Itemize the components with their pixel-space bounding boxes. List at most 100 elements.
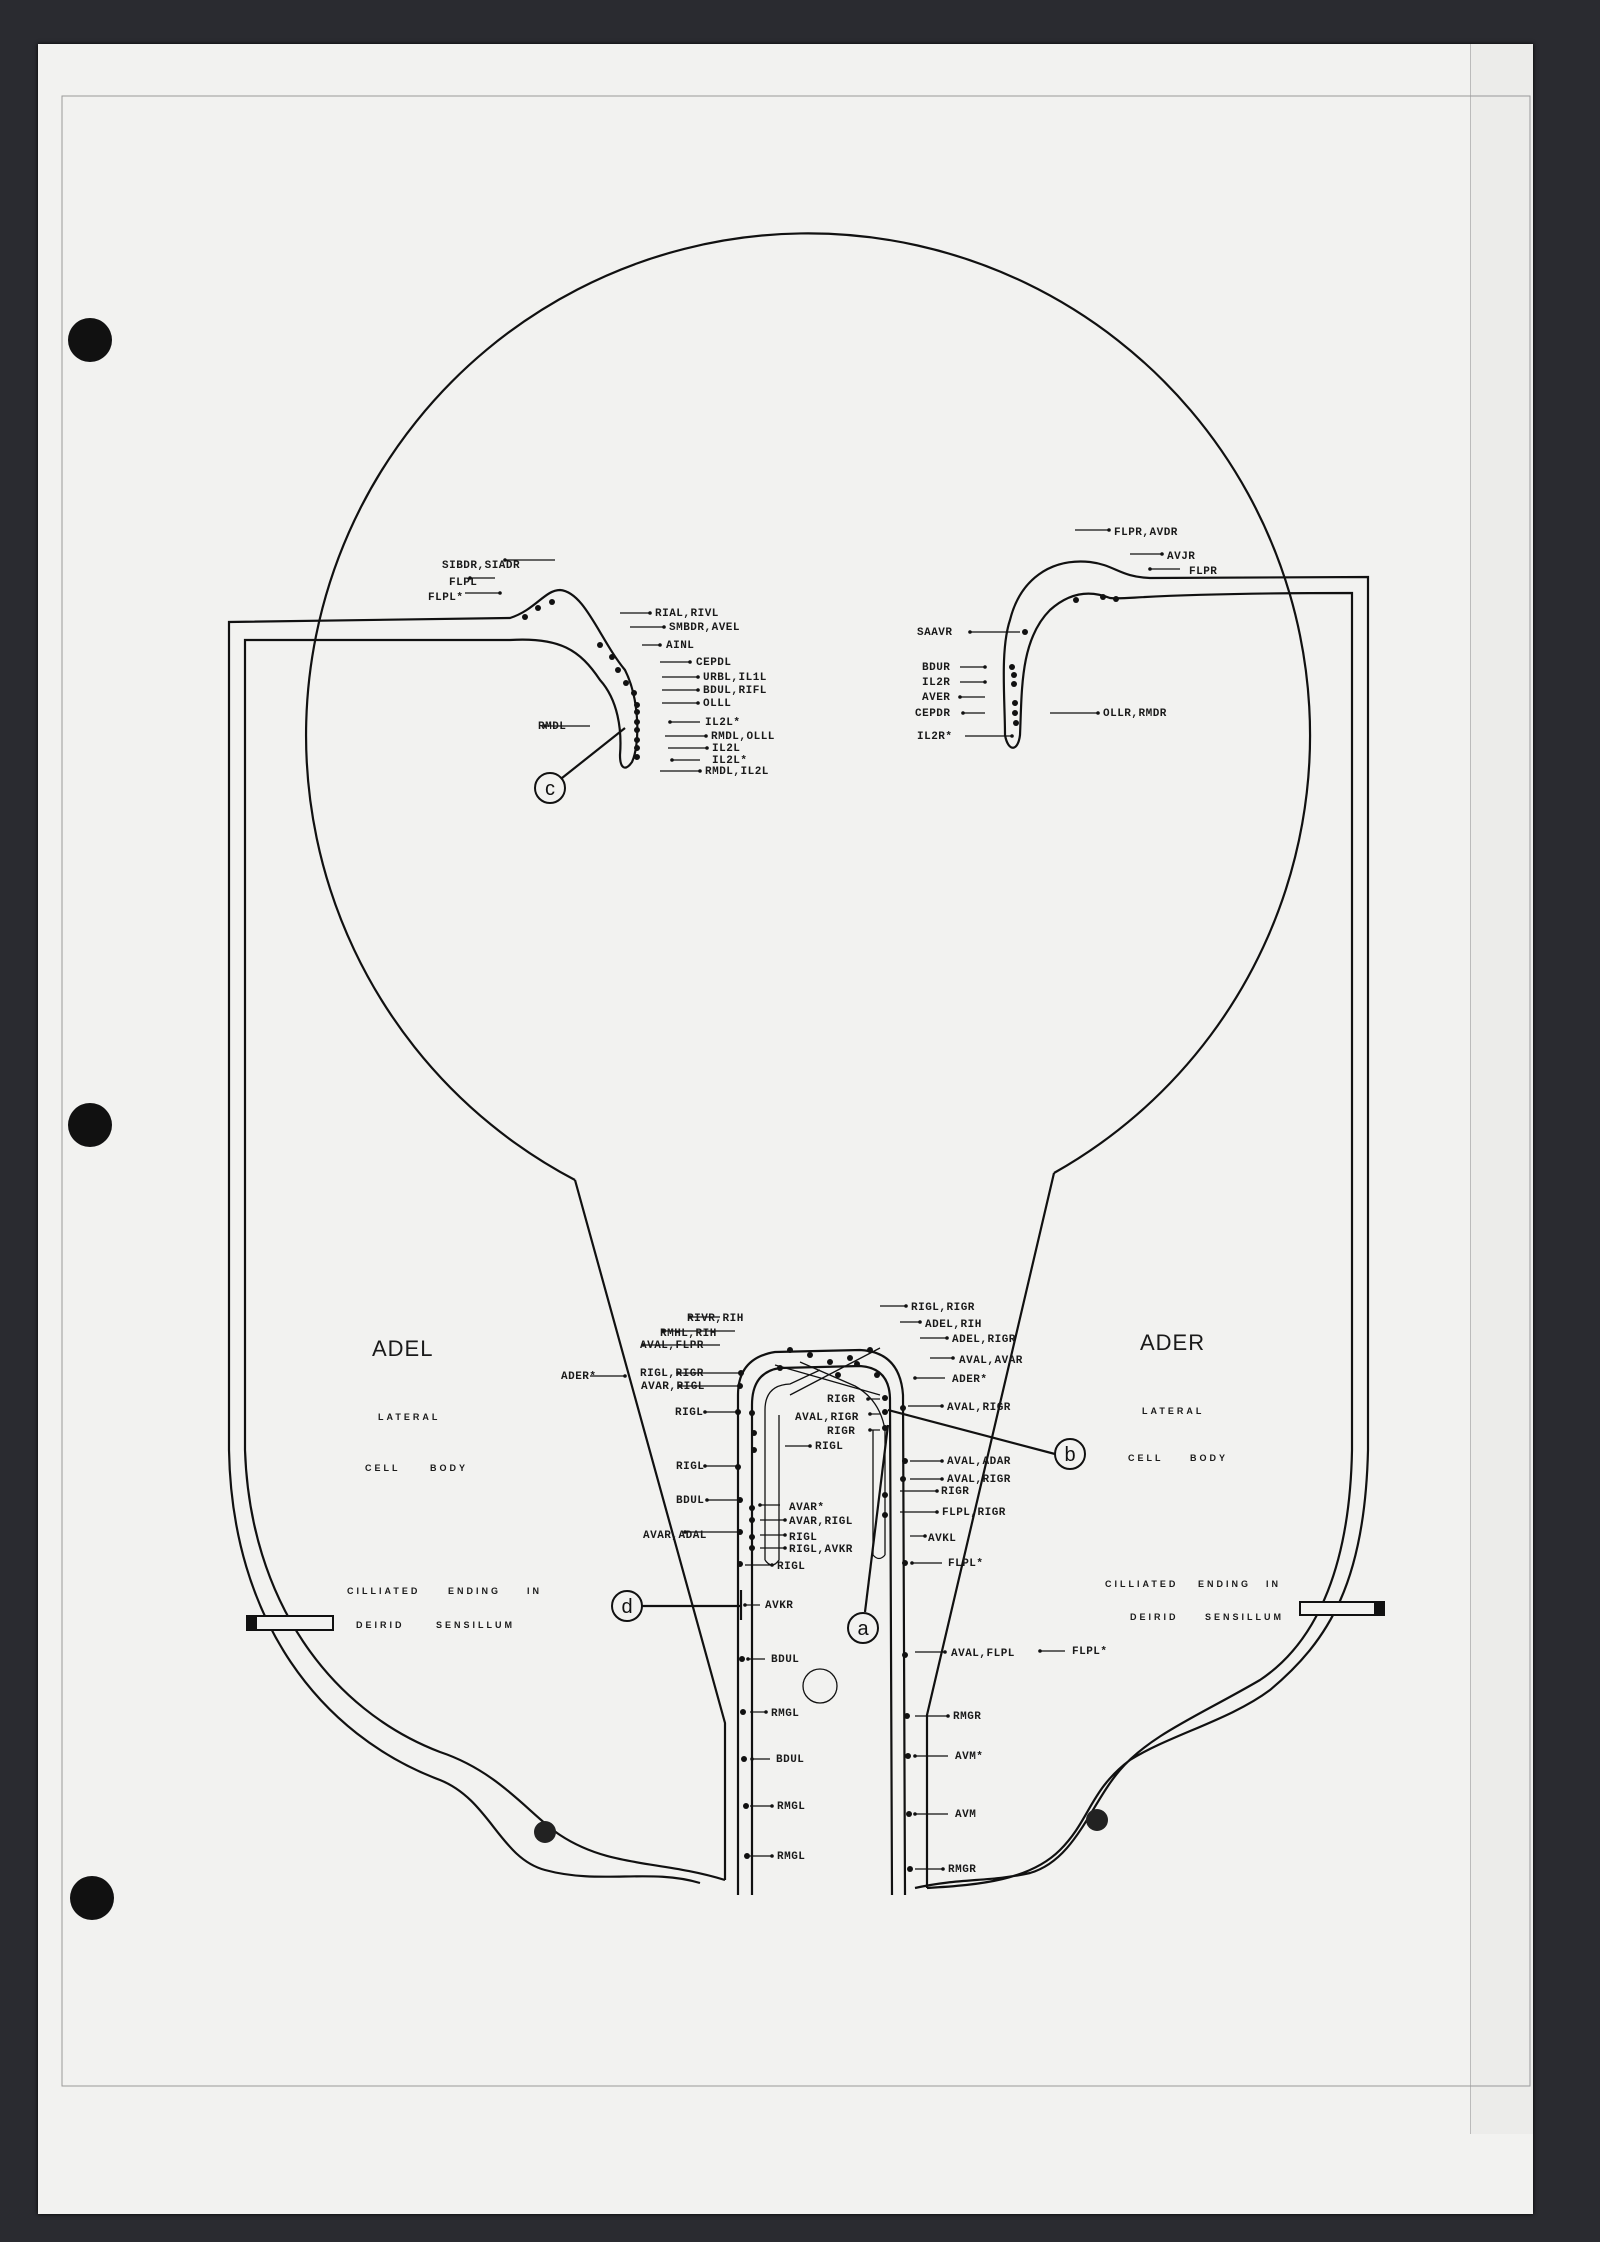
neuron-label: IL2R — [922, 677, 950, 689]
sensillum-label: SENSILLUM — [436, 1620, 515, 1630]
synapse-dot — [854, 1361, 860, 1367]
neuron-label: FLPL* — [948, 1558, 984, 1570]
synapse-dot — [1009, 664, 1015, 670]
cilliated-label: CILLIATED — [1105, 1579, 1178, 1589]
arrow-head — [951, 1356, 955, 1360]
synapse-dot — [777, 1365, 783, 1371]
left-nucleus — [534, 1821, 556, 1843]
arrow-head — [705, 746, 709, 750]
synapse-dot — [1113, 596, 1119, 602]
arrow-head — [941, 1867, 945, 1871]
adel-title: ADEL — [372, 1336, 433, 1361]
arrow-head — [866, 1397, 870, 1401]
neuron-label: ADER* — [952, 1374, 988, 1386]
arrow-head — [696, 688, 700, 692]
synapse-dot — [835, 1372, 841, 1378]
synapse-dot — [631, 690, 637, 696]
neuron-label: FLPL* — [428, 592, 464, 604]
arrow-head — [661, 1329, 665, 1333]
synapse-dot — [634, 737, 640, 743]
synapse-dot — [751, 1447, 757, 1453]
in-label: IN — [1266, 1579, 1281, 1589]
neuron-label: IL2L — [712, 743, 740, 755]
arrow-head — [743, 1603, 747, 1607]
synapse-dot — [749, 1505, 755, 1511]
synapse-dot — [749, 1517, 755, 1523]
synapse-dot — [741, 1756, 747, 1762]
synapse-dot — [634, 745, 640, 751]
synapse-dot — [739, 1656, 745, 1662]
arrow-head — [683, 1530, 687, 1534]
neuron-label: RMDL,OLLL — [711, 731, 775, 743]
arrow-head — [935, 1510, 939, 1514]
arrow-head — [913, 1812, 917, 1816]
neuron-label: OLLR,RMDR — [1103, 708, 1167, 720]
neuron-label: AVAR,RIGL — [641, 1381, 705, 1393]
right-process-outer — [914, 560, 1370, 1890]
neuron-label: RIGR — [827, 1426, 855, 1438]
synapse-dot — [522, 614, 528, 620]
synapse-dot — [1100, 594, 1106, 600]
neuron-label: RMGL — [777, 1851, 805, 1863]
callout-d: d — [611, 1590, 643, 1622]
neuron-label: RIGL,RIGR — [911, 1302, 975, 1314]
neuron-label: RMHL,RIH — [660, 1328, 717, 1340]
synapse-dot — [900, 1476, 906, 1482]
arrow-head — [696, 701, 700, 705]
synapse-dot — [749, 1545, 755, 1551]
synapse-dot — [743, 1803, 749, 1809]
synapse-dot — [634, 719, 640, 725]
neck-labels: RIGL,RIGR RIVR,RIH ADEL,RIH RMHL,RIH ADE… — [561, 1302, 1022, 1573]
in-label: IN — [527, 1586, 542, 1596]
synapse-dot — [904, 1713, 910, 1719]
synapse-dot — [1011, 681, 1017, 687]
svg-text:c: c — [545, 778, 555, 800]
callout-a-line — [863, 1424, 890, 1613]
synapse-dot — [549, 599, 555, 605]
neuron-label: RIGL — [777, 1561, 805, 1573]
open-circle — [802, 1668, 838, 1704]
synapse-dot — [906, 1811, 912, 1817]
arrow-head — [704, 734, 708, 738]
neuron-label: AVM — [955, 1809, 976, 1821]
neuron-label: RIGL — [815, 1441, 843, 1453]
neuron-label: ADEL,RIH — [925, 1319, 982, 1331]
neuron-label: AINL — [666, 640, 694, 652]
right-sensillum-tab — [1299, 1601, 1385, 1616]
binder-hole — [70, 1876, 114, 1920]
arrow-head — [623, 1374, 627, 1378]
body-label: BODY — [1190, 1453, 1228, 1463]
arrow-head — [703, 1410, 707, 1414]
right-head-labels: FLPR,AVDR AVJR FLPR SAAVR BDUR IL2R AVER… — [915, 527, 1217, 743]
cell-label: CELL — [1128, 1453, 1164, 1463]
svg-text:b: b — [1064, 1444, 1075, 1466]
synapse-dot — [807, 1352, 813, 1358]
crossing-fibres — [774, 1347, 881, 1396]
neuron-label: RMDL,IL2L — [705, 766, 769, 778]
neuron-label: AVM* — [955, 1751, 983, 1763]
neuron-label: BDUL,RIFL — [703, 685, 767, 697]
arrow-head — [961, 711, 965, 715]
synapse-dot — [787, 1347, 793, 1353]
arrow-head — [918, 1320, 922, 1324]
neuron-label: FLPR — [1189, 566, 1217, 578]
arrow-head — [543, 724, 547, 728]
synapse-dot — [874, 1372, 880, 1378]
arrow-head — [968, 630, 972, 634]
arrow-head — [946, 1714, 950, 1718]
cell-label: CELL — [365, 1463, 401, 1473]
synapse-dot — [1013, 720, 1019, 726]
arrow-head — [703, 1464, 707, 1468]
ader-title: ADER — [1140, 1330, 1205, 1355]
neuron-label: SIBDR,SIADR — [442, 560, 520, 572]
arrow-head — [940, 1404, 944, 1408]
synapse-dot — [882, 1409, 888, 1415]
neuron-label: AVAL,FLPR — [640, 1340, 704, 1352]
synapse-dot — [740, 1709, 746, 1715]
deirid-label: DEIRID — [356, 1620, 405, 1630]
synapse-dots — [522, 594, 1119, 1872]
neuron-label: SMBDR,AVEL — [669, 622, 740, 634]
neuron-label: RIGL — [789, 1532, 817, 1544]
callout-c: c — [534, 772, 566, 804]
synapse-dot — [900, 1405, 906, 1411]
